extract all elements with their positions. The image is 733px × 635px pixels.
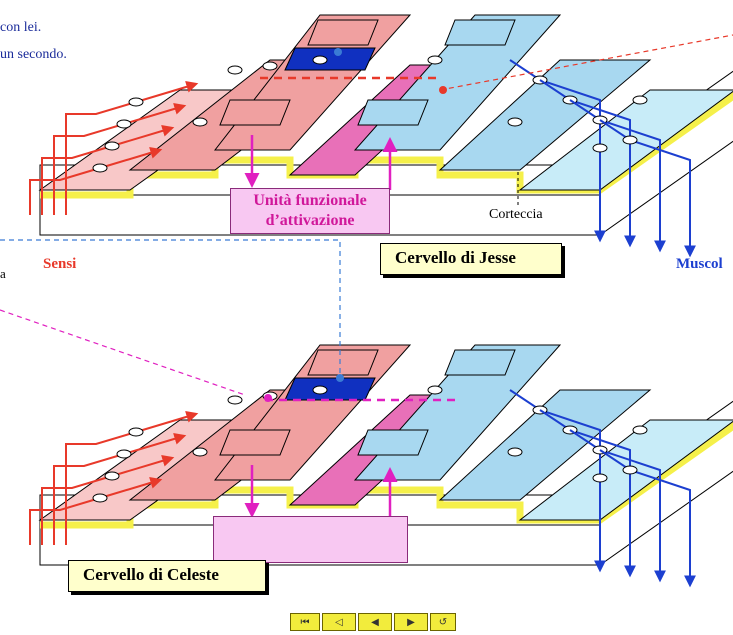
back-icon: ◀	[371, 616, 379, 628]
previous-slide-button[interactable]: ◁	[322, 613, 356, 631]
neuron-node	[592, 143, 608, 153]
sensi-label: Sensi	[43, 256, 77, 272]
brain-celeste-sensory-top-square	[307, 349, 379, 376]
brain-jesse-sensory-neuron	[128, 97, 144, 107]
brain-jesse-motor-neuron	[622, 135, 638, 145]
neuron-node	[262, 61, 278, 71]
unit-activation-box-empty	[213, 516, 408, 563]
neuron-node	[427, 55, 443, 65]
blue-link-dot-top	[334, 48, 342, 56]
link-dashed-red	[439, 34, 733, 91]
brain-celeste-motor-path	[599, 449, 696, 588]
brain-jesse-sensory-path	[29, 147, 163, 215]
brain-celeste-sensory-neuron	[128, 427, 144, 437]
brain-celeste-sensory-neuron	[116, 449, 132, 459]
brain-jesse-sensory-path	[65, 81, 199, 215]
prev-icon: ◁	[335, 616, 343, 628]
neuron-node	[227, 65, 243, 75]
brain-celeste-motor-neuron	[622, 465, 638, 475]
neuron-node	[507, 447, 523, 457]
neuron-node	[592, 473, 608, 483]
first-icon: ⏮	[300, 616, 310, 628]
magenta-link-dot	[264, 394, 272, 402]
neuron-node	[227, 395, 243, 405]
brain-jesse-motor-path	[599, 119, 696, 258]
brain-jesse-sensory-path	[53, 103, 187, 215]
brain-celeste-sensory-path	[65, 411, 199, 545]
neuron-node	[192, 447, 208, 457]
brain-celeste-sensory-neuron	[92, 493, 108, 503]
next-slide-button[interactable]: ▶	[394, 613, 428, 631]
brain-jesse-sensory-top-square	[307, 19, 379, 46]
neuron-node	[632, 95, 648, 105]
red-link-dot	[439, 86, 447, 94]
brain-jesse-sensory-neuron	[92, 163, 108, 173]
brain-jesse-sensory-neuron	[104, 141, 120, 151]
brain-jesse-motor-path	[569, 99, 666, 253]
muscoli-label: Muscol	[676, 256, 723, 272]
neuron-node	[192, 117, 208, 127]
caption-line-1: con lei.	[0, 20, 42, 35]
brain-jesse-active-region	[284, 47, 376, 71]
brain-celeste-active-region	[284, 377, 376, 401]
blue-link-dot	[336, 374, 344, 382]
brain-label-celeste: Cervello di Celeste	[68, 560, 266, 592]
brain-jesse-motor-path	[539, 79, 636, 248]
neuron-node	[632, 425, 648, 435]
neuron-node	[507, 117, 523, 127]
first-slide-button[interactable]: ⏮	[290, 613, 320, 631]
neuron-node	[427, 385, 443, 395]
return-icon: ↺	[438, 616, 448, 628]
brain-celeste-motor-path	[569, 429, 666, 583]
caption-line-2: un secondo.	[0, 47, 67, 62]
navigation-bar: ⏮ ◁ ◀ ▶ ↺	[290, 613, 456, 631]
link-dashed-blue	[0, 239, 341, 380]
brain-jesse-sensory-neuron	[116, 119, 132, 129]
next-icon: ▶	[407, 616, 415, 628]
return-button[interactable]: ↺	[430, 613, 456, 631]
brain-celeste-sensory-path	[41, 455, 175, 545]
unit-activation-box: Unità funzionale d’attivazione	[230, 188, 390, 234]
brain-celeste-motor-path	[509, 389, 606, 573]
brain-celeste-sensory-path	[29, 477, 163, 545]
link-dashed-magenta	[0, 309, 246, 396]
corteccia-label: Corteccia	[489, 207, 543, 222]
neuron-node	[312, 385, 328, 395]
neuron-node	[312, 55, 328, 65]
back-button[interactable]: ◀	[358, 613, 392, 631]
fragment-label: a	[0, 266, 6, 281]
brain-label-jesse: Cervello di Jesse	[380, 243, 562, 275]
brain-jesse-motor-path	[509, 59, 606, 243]
brain-jesse-motor-mid-square	[357, 99, 429, 126]
brain-celeste-sensory-mid-square	[219, 429, 291, 456]
brain-jesse-motor-step-2	[438, 59, 652, 171]
brain-jesse-sensory-mid-square	[219, 99, 291, 126]
brain-celeste-motor-mid-square	[357, 429, 429, 456]
brain-celeste-motor-top-square	[444, 349, 516, 376]
brain-celeste-sensory-neuron	[104, 471, 120, 481]
brain-celeste-motor-path	[539, 409, 636, 578]
brain-jesse-motor-top-square	[444, 19, 516, 46]
brain-celeste-motor-step-2	[438, 389, 652, 501]
brain-celeste-sensory-path	[53, 433, 187, 545]
brain-jesse-sensory-path	[41, 125, 175, 215]
